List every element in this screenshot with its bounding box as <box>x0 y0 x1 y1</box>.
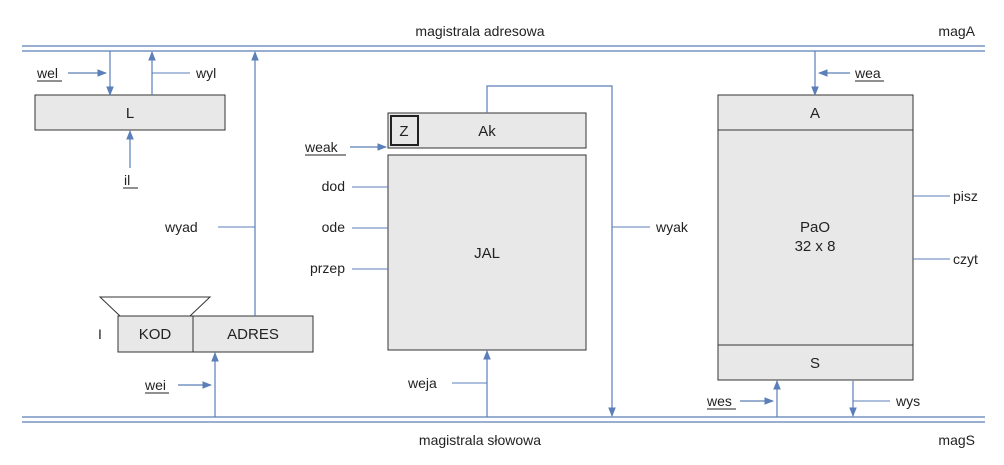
word-bus-tag: magS <box>938 432 975 448</box>
address-register-label: A <box>810 105 820 122</box>
weak-label: weak <box>304 139 339 155</box>
address-bus-tag: magA <box>938 23 975 39</box>
data-register-label: S <box>810 355 820 372</box>
wyak-line <box>486 85 616 417</box>
register-i-name: I <box>98 326 102 342</box>
wes-label: wes <box>706 393 732 409</box>
dod-label: dod <box>322 178 345 194</box>
register-i-address-field <box>192 315 314 353</box>
pisz-label: pisz <box>953 188 978 204</box>
accumulator-box <box>387 112 587 149</box>
il-label: il <box>124 172 130 188</box>
register-l-name: L <box>126 105 134 122</box>
word-bus-label: magistrala słowowa <box>419 432 541 448</box>
alu-block: Z Ak weak JAL dod ode przep weja wyak <box>304 85 689 417</box>
czyt-label: czyt <box>953 251 978 267</box>
code-field-label: KOD <box>139 326 172 343</box>
register-i: I KOD ADRES wyad wei <box>98 51 314 417</box>
wel-label: wel <box>36 65 58 81</box>
memory-block: A PaO 32 x 8 S wea pisz czyt wes wys <box>706 51 978 417</box>
decoder-shape <box>98 296 212 317</box>
alu-box <box>387 154 587 351</box>
memory-box <box>717 129 914 346</box>
accumulator-label: Ak <box>478 123 496 140</box>
alu-label: JAL <box>474 245 500 262</box>
wei-label: wei <box>144 377 166 393</box>
weja-label: weja <box>407 375 437 391</box>
wyl-label: wyl <box>195 65 216 81</box>
address-bus: magistrala adresowa magA <box>22 23 985 52</box>
wyad-label: wyad <box>164 219 198 235</box>
ode-label: ode <box>322 219 346 235</box>
register-l: L wel wyl il <box>34 51 226 189</box>
address-bus-label: magistrala adresowa <box>415 23 544 39</box>
memory-name: PaO <box>800 219 830 236</box>
register-l-box <box>34 94 226 131</box>
data-register-box <box>717 344 914 381</box>
wea-label: wea <box>854 65 881 81</box>
word-bus: magistrala słowowa magS <box>22 416 985 448</box>
wyak-label: wyak <box>655 219 689 235</box>
zero-flag-box <box>390 115 419 146</box>
wys-label: wys <box>895 393 920 409</box>
zero-flag-label: Z <box>399 123 408 140</box>
przep-label: przep <box>310 260 345 276</box>
address-field-label: ADRES <box>227 326 279 343</box>
memory-size: 32 x 8 <box>795 238 836 255</box>
